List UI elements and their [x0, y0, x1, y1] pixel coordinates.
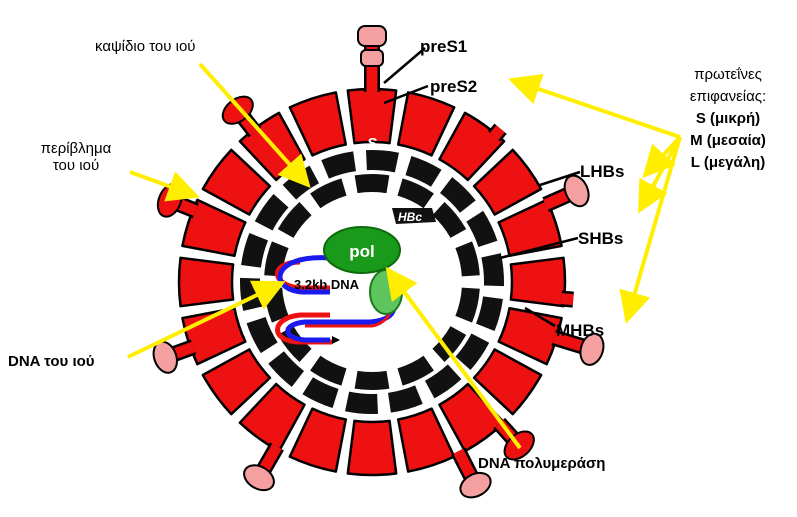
spike-stem [172, 341, 196, 359]
spike-knob [459, 471, 492, 499]
envelope-segment [288, 91, 348, 157]
capsid-inner-segment [397, 355, 434, 386]
capsid-inner-segment [310, 355, 347, 386]
surface-protein-l: L (μεγάλη) [690, 154, 766, 171]
mhbs-leader [524, 306, 556, 328]
envelope-segment [438, 382, 506, 453]
s-protein-label: S [367, 135, 377, 152]
capsid-outer-segment [476, 296, 503, 331]
arrow-dna [127, 280, 286, 359]
arrow-shbs [638, 136, 682, 214]
arrow-mhbs [619, 136, 682, 324]
envelope-segment [201, 148, 272, 216]
envelope-segment [288, 407, 348, 473]
surface-proteins-line2: επιφανείας: [689, 88, 767, 105]
envelope-segment [396, 91, 456, 157]
dna-length-label: 3.2kb DNA [294, 277, 360, 292]
mhbs-label: MHBs [556, 321, 604, 340]
capsid-outer-segment [246, 317, 278, 354]
capsid-outer-segment [388, 385, 423, 413]
envelope-segment [472, 148, 543, 216]
capsid-inner-segment [455, 241, 480, 277]
spike-pres1-knob [357, 25, 387, 47]
envelope-segment [472, 348, 543, 416]
capsid-outer-segment [241, 233, 268, 268]
arrow-pres2 [508, 73, 681, 139]
spike-stem [552, 332, 584, 352]
capsid-outer-segment [424, 364, 462, 399]
arrow-capsid [198, 62, 311, 188]
capsid-label: καψίδιο του ιού [95, 38, 196, 55]
pres1-label: preS1 [420, 37, 467, 56]
dna-polymerase-label: DNA πολυμεράση [478, 455, 606, 472]
surface-proteins-line1: πρωτεΐνες [694, 66, 762, 83]
surface-proteins-label: πρωτεΐνες επιφανείας: S (μικρή) M (μεσαί… [668, 64, 788, 174]
hbc-label: HBc [398, 210, 422, 224]
envelope-segment [509, 256, 567, 308]
pol-label: pol [349, 242, 375, 261]
spike-pres2-knob [360, 49, 384, 67]
spike-knob [243, 464, 275, 492]
spike-stem [543, 189, 570, 210]
surface-protein-s: S (μικρή) [695, 110, 761, 127]
capsid-outer-segment [345, 391, 379, 414]
capsid-inner-segment [310, 178, 347, 209]
capsid-outer-segment [254, 194, 289, 231]
capsid-inner-segment [354, 370, 390, 390]
capsid-outer-segment [481, 253, 504, 287]
capsid-outer-segment [365, 150, 399, 173]
viral-dna-label: DNA του ιού [8, 353, 95, 370]
capsid-outer-segment [455, 333, 490, 370]
arrow-polymerase [385, 266, 522, 450]
capsid-inner-segment [277, 201, 312, 238]
capsid-inner-segment [432, 201, 467, 238]
lhbs-label: LHBs [580, 162, 624, 181]
shbs-leader [499, 236, 579, 260]
dna-end-marker [332, 336, 340, 344]
pres2-label: preS2 [430, 77, 477, 96]
arrow-envelope [129, 170, 200, 202]
capsid-inner-segment [397, 178, 434, 209]
capsid-inner-segment [432, 326, 467, 363]
envelope-segment [396, 407, 456, 473]
envelope-segment [238, 382, 306, 453]
arrow-lhbs [642, 135, 682, 178]
spike-stem [489, 125, 505, 140]
envelope-segment [346, 419, 398, 477]
spike-knob [579, 332, 605, 366]
small-green-blob [369, 269, 403, 315]
pres1-leader [383, 47, 426, 84]
capsid-outer-segment [440, 177, 476, 213]
capsid-outer-segment [302, 377, 339, 408]
spike-stem [259, 443, 282, 472]
envelope-segment [181, 198, 247, 258]
capsid-inner-segment [354, 174, 390, 194]
spike-stem [453, 448, 476, 479]
spike-stem [560, 293, 574, 306]
shbs-label: SHBs [578, 229, 623, 248]
envelope-label-line2: του ιού [52, 157, 100, 174]
envelope-segment [177, 256, 235, 308]
hbc-tag [392, 208, 436, 224]
envelope-label: περίβλημα του ιού [22, 140, 130, 174]
capsid-outer-segment [321, 151, 356, 179]
envelope-label-line1: περίβλημα [40, 140, 112, 157]
lhbs-leader [539, 170, 581, 187]
surface-protein-m: M (μεσαία) [690, 132, 766, 149]
envelope-segment [201, 348, 272, 416]
envelope-segment [438, 111, 506, 182]
capsid-inner-segment [455, 287, 480, 323]
polymerase-blob [323, 226, 401, 274]
capsid-outer-segment [466, 210, 498, 247]
capsid-outer-segment [268, 351, 304, 387]
pres2-leader [383, 84, 429, 105]
yellow-arrows [127, 62, 682, 450]
capsid-outer-segment [405, 156, 442, 187]
envelope-segment [497, 198, 563, 258]
